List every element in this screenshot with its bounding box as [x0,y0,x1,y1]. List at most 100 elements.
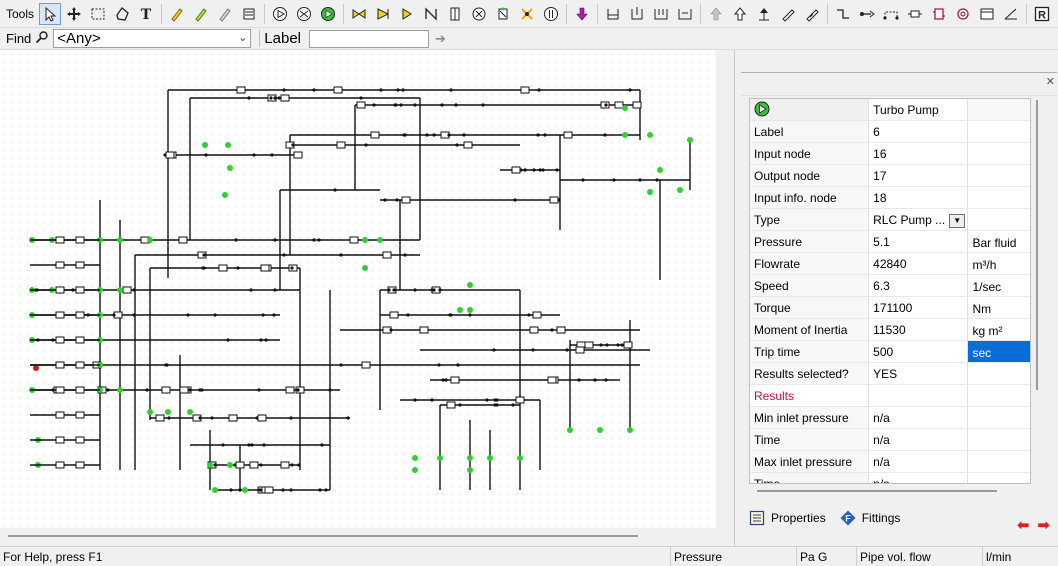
pipe-component[interactable] [75,361,85,369]
pipe-node[interactable] [612,178,616,182]
find-type-select[interactable]: <Any> ⌄ [53,29,252,48]
boundary-node[interactable] [187,409,193,415]
pipe-node[interactable] [401,88,405,92]
pipe-node[interactable] [481,103,485,107]
pipe-node[interactable] [290,266,294,270]
pipe-node[interactable] [458,403,462,407]
cross-valve-icon[interactable] [516,3,538,25]
pipe-node[interactable] [201,266,205,270]
pipe-node[interactable] [394,103,398,107]
pipe-component[interactable] [165,151,175,159]
pipe-component[interactable] [75,411,85,419]
pipe-component[interactable] [55,361,65,369]
boundary-node[interactable] [467,282,473,288]
pipe-node[interactable] [604,378,608,382]
pipe-node[interactable] [210,416,214,420]
pipe-node[interactable] [297,463,301,467]
pipe-node[interactable] [383,198,387,202]
property-unit[interactable] [968,121,1030,142]
pipe-node[interactable] [456,363,460,367]
pipe-node[interactable] [247,96,251,100]
property-unit[interactable]: Nm [972,302,992,316]
boundary-node[interactable] [202,142,208,148]
pipe-node[interactable] [599,343,603,347]
property-value[interactable]: 16 [869,143,969,164]
pipe-node[interactable] [438,288,442,292]
boundary-node[interactable] [412,467,418,473]
pipe-node[interactable] [262,443,266,447]
pipe-node[interactable] [252,153,256,157]
chevron-down-icon[interactable]: ▼ [949,213,966,228]
property-unit[interactable] [968,187,1030,208]
pipe-node[interactable] [495,398,499,402]
pipe-component[interactable] [529,326,539,334]
pipe-node[interactable] [531,348,535,352]
rect-select-icon[interactable] [87,3,109,25]
boundary-node[interactable] [597,427,603,433]
pipe-node[interactable] [255,416,259,420]
reservoir2-icon[interactable] [674,3,696,25]
pipe-node[interactable] [527,313,531,317]
pipe-component[interactable] [547,376,557,384]
r-icon[interactable]: R [1031,3,1053,25]
boundary-node[interactable] [377,237,383,243]
pipe-component[interactable] [446,401,456,409]
pipe-node[interactable] [605,343,609,347]
label-search-input[interactable] [309,29,429,48]
boundary-node[interactable] [647,189,653,195]
pipe-node[interactable] [379,88,383,92]
pump-icon[interactable] [269,3,291,25]
pen-icon[interactable] [777,3,799,25]
pipe-node[interactable] [399,103,403,107]
pipe-node[interactable] [317,238,321,242]
pipe-component[interactable] [55,261,65,269]
pipe-node[interactable] [273,288,277,292]
pipe-component[interactable] [614,101,624,109]
pipe-node[interactable] [441,378,445,382]
pipe-node[interactable] [333,188,337,192]
boundary-node[interactable] [487,455,493,461]
pipe-node[interactable] [616,343,620,347]
pipe-node[interactable] [389,328,393,332]
tab-fittings[interactable]: F Fittings [840,510,900,526]
fan-icon[interactable] [293,3,315,25]
pipe-component[interactable] [370,131,380,139]
property-unit[interactable]: m³/h [972,258,997,272]
boundary-node[interactable] [147,237,153,243]
pipe-node[interactable] [324,488,328,492]
pipe-node[interactable] [291,143,295,147]
gate-icon[interactable] [444,3,466,25]
pencil-green-icon[interactable] [190,3,212,25]
property-value[interactable]: YES [869,363,969,384]
valve-icon[interactable] [348,3,370,25]
property-value[interactable]: 18 [869,187,969,208]
property-value[interactable]: 17 [869,165,969,186]
pipe-node[interactable] [440,103,444,107]
boundary-node[interactable] [437,455,443,461]
pipe-node[interactable] [273,238,277,242]
pipe-component[interactable] [285,386,295,394]
pipe-node[interactable] [532,168,536,172]
pipe-node[interactable] [264,338,268,342]
pipe-node[interactable] [603,133,607,137]
pipe-component[interactable] [382,251,392,259]
boundary-node[interactable] [207,462,213,468]
pipe-component[interactable] [463,141,473,149]
boundary-node[interactable] [687,137,693,143]
pipe-node[interactable] [581,178,585,182]
pipe-node[interactable] [112,313,116,317]
up-arrow-icon[interactable] [729,3,751,25]
pipe-node[interactable] [492,348,496,352]
pipe-node[interactable] [339,363,343,367]
boundary-node[interactable] [225,142,231,148]
pipe-node[interactable] [221,443,225,447]
boundary-node[interactable] [677,187,683,193]
pipe-node[interactable] [163,153,167,157]
circle-x-icon[interactable] [468,3,490,25]
pipe-node[interactable] [359,96,363,100]
chevron-down-icon[interactable]: ⌄ [238,32,248,44]
